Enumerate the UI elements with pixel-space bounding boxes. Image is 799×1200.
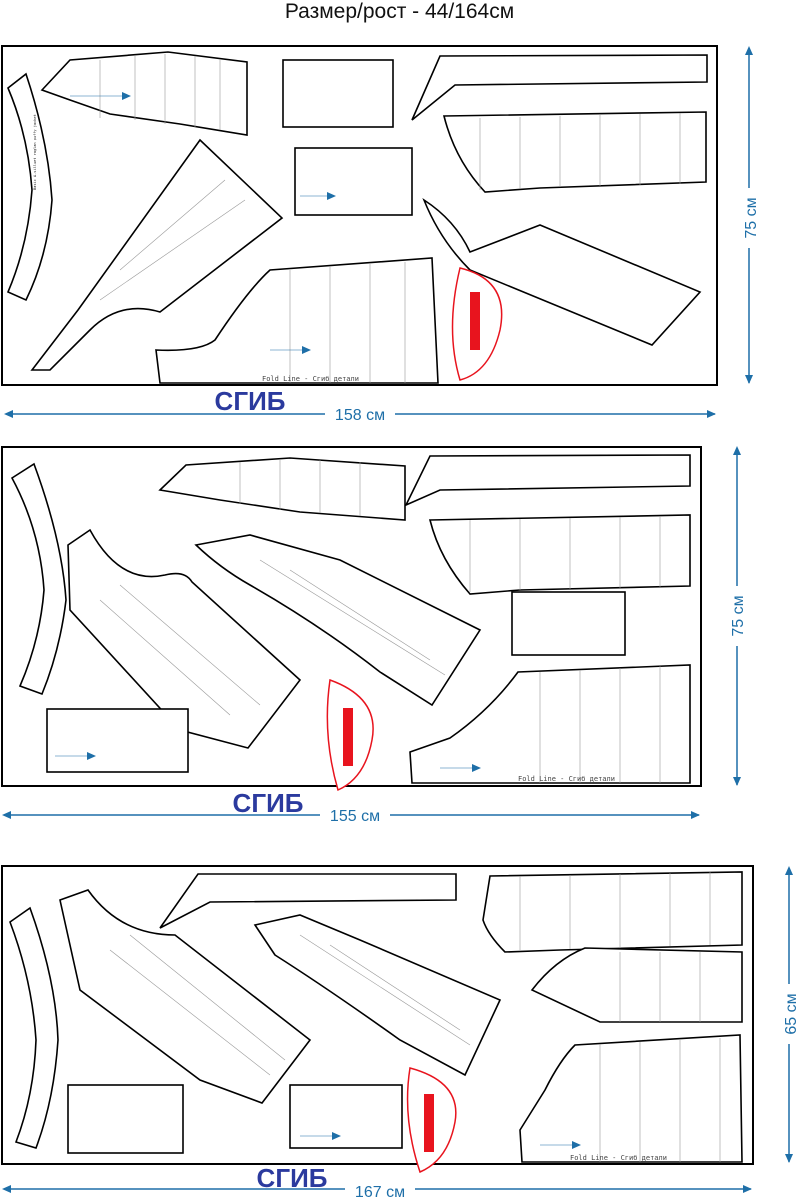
fold-label: СГИБ [233,788,304,818]
pattern-piece-sleeve-right [253,914,502,1077]
height-label: 75 см [743,197,760,238]
pattern-piece-facing [404,454,691,507]
pattern-piece-front [428,514,691,595]
fabric-outline [1,865,754,1165]
pattern-piece-back [155,257,439,384]
pattern-piece-label-card [282,59,394,128]
fold-label: СГИБ [215,386,286,416]
pattern-piece-collar [10,462,67,696]
layout-2: Fold Line - Сгиб детали 155 см СГИБ 75 с… [1,446,747,825]
pattern-piece-sleeve-left [59,889,312,1104]
pattern-piece-label-card [294,147,413,216]
pattern-piece-sleeve-top [158,457,406,521]
height-label: 65 см [783,993,799,1034]
pattern-piece-label-card [67,1084,184,1154]
layout-3: Fold Line - Сгиб детали 167 см СГИБ 65 с… [1,865,799,1200]
layout-title: Размер/рост - 44/164см [284,0,515,23]
pattern-piece-collar [9,906,59,1149]
pattern-piece-collar [6,72,53,302]
pattern-piece-label-card [46,708,189,773]
fabric-outline [1,45,718,386]
pattern-piece-front [482,871,743,953]
width-label: 167 см [355,1184,405,1200]
pattern-piece-back [409,664,691,784]
fold-label: СГИБ [257,1163,328,1193]
fabric-outline [1,446,702,787]
pattern-piece-back [519,1034,743,1163]
svg-text:Basic A-silluet raglan puffy j: Basic A-silluet raglan puffy jacket [33,114,37,190]
pattern-piece-facing [159,873,457,929]
fold-line-text: Fold Line - Сгиб детали [518,775,615,783]
pattern-piece-sleeve-right [194,534,482,707]
pocket-marking [424,1094,434,1152]
pattern-piece-front [442,111,707,193]
piece-label: Basic A-silluet raglan puffy jacket [33,114,37,190]
pattern-piece-label-card [511,591,626,656]
pattern-piece-sleeve-top [40,51,248,136]
pattern-piece-sleeve-left [30,138,284,371]
pattern-piece-sleeve-diag [67,528,302,749]
pattern-piece-label-card [289,1084,403,1149]
fold-line-text: Fold Line - Сгиб детали [262,375,359,383]
fold-line-text: Fold Line - Сгиб детали [570,1154,667,1162]
width-label: 158 см [335,407,385,424]
height-label: 75 см [730,595,747,636]
width-label: 155 см [330,808,380,825]
pocket-marking [470,292,480,350]
pattern-piece-sleeve-small [530,947,743,1023]
pattern-piece-facing [411,54,708,121]
pattern-piece-sleeve-right [422,197,702,346]
pocket-marking [343,708,353,766]
layout-1: Basic A-silluet raglan puffy jacket Fold… [1,45,760,424]
